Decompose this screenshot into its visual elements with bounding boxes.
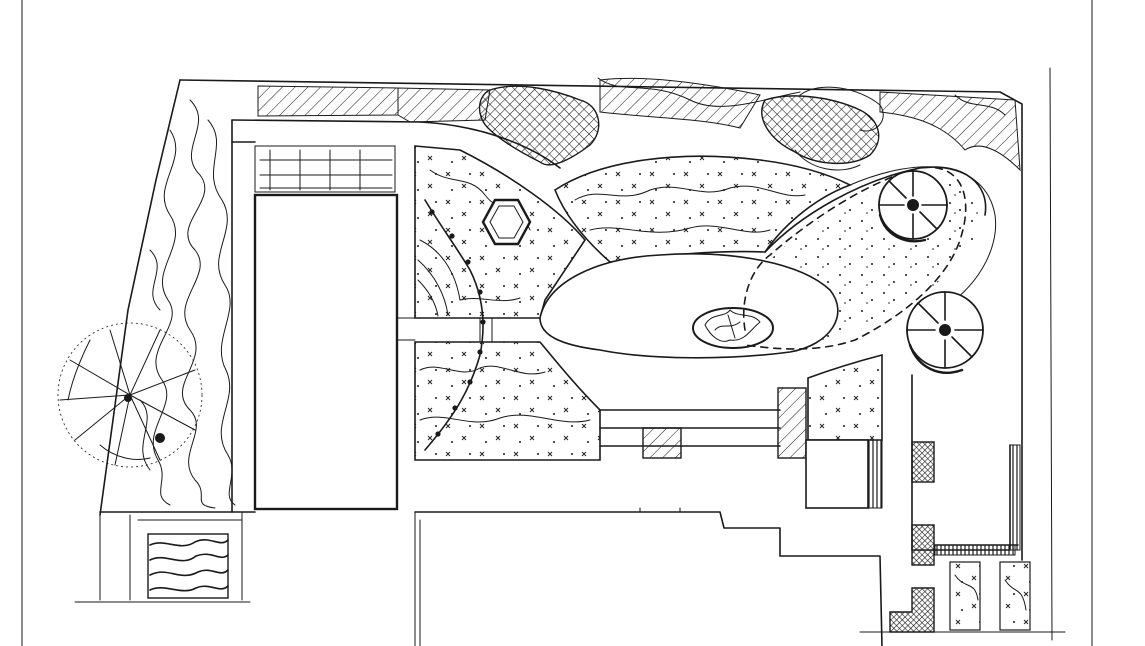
lower-left-bed-foliage (419, 365, 591, 423)
lower-right-terrace (805, 439, 869, 509)
rose-bed-lower (906, 291, 984, 374)
lower-paving-strip (599, 387, 807, 459)
rose-bed-upper (878, 170, 948, 243)
page-frame-lines (21, 0, 1093, 646)
hatched-block-right-3 (889, 587, 935, 633)
gazebo-hexagon-inner (489, 205, 524, 239)
central-fountain-bed (692, 307, 774, 349)
house-outline (414, 507, 681, 646)
central-fountain-plants (704, 309, 761, 342)
bottom-left-rockery-bed (137, 511, 243, 601)
stepping-stone-path-right (742, 166, 967, 350)
hatched-block-right-1 (911, 441, 935, 483)
upper-center-bed-foliage (574, 185, 806, 233)
lawn-rectangle (253, 145, 416, 511)
tree-canopy-left (57, 322, 203, 468)
path-outlines (231, 119, 883, 646)
site-boundary (99, 79, 1023, 601)
lower-right-step-hatch (867, 439, 883, 509)
stepping-stone-path-left (424, 199, 486, 451)
hatched-block-right-2 (911, 524, 935, 566)
lower-right-small-bed (807, 353, 883, 441)
cross-path-link (479, 317, 493, 343)
central-oval-lawn (539, 253, 839, 359)
left-shrub-border (139, 99, 236, 509)
shrub-clump-top-right (761, 95, 880, 165)
top-hedge-strip (257, 77, 1021, 172)
lower-left-planting-bed (414, 341, 601, 461)
bottom-right-planters (949, 561, 1031, 631)
gazebo-hexagon (481, 198, 532, 246)
shrub-clump-top-center (478, 85, 600, 166)
shrub-clump-top-right-outline (794, 86, 884, 171)
